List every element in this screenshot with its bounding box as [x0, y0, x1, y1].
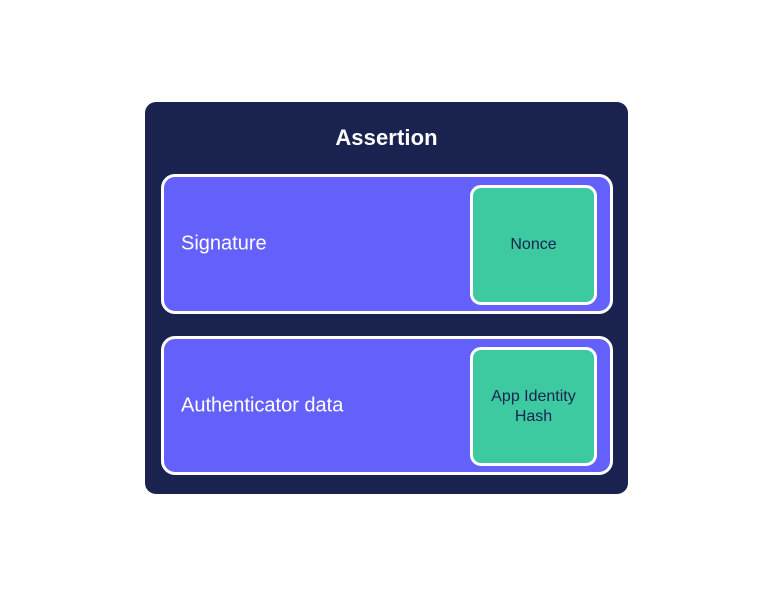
subfield-app-identity-hash: App Identity Hash: [470, 347, 597, 466]
field-row-signature: Signature Nonce: [161, 174, 613, 314]
field-row-authenticator-data: Authenticator data App Identity Hash: [161, 336, 613, 475]
field-label-signature: Signature: [181, 232, 267, 255]
field-label-authenticator-data: Authenticator data: [181, 394, 344, 416]
page-title: Assertion: [335, 125, 438, 150]
assertion-card: Assertion Signature Nonce Authenticator …: [145, 102, 628, 494]
subfield-label-app-identity-hash: App Identity Hash: [491, 387, 576, 425]
subfield-nonce: Nonce: [470, 185, 597, 305]
subfield-label-nonce: Nonce: [510, 236, 557, 254]
